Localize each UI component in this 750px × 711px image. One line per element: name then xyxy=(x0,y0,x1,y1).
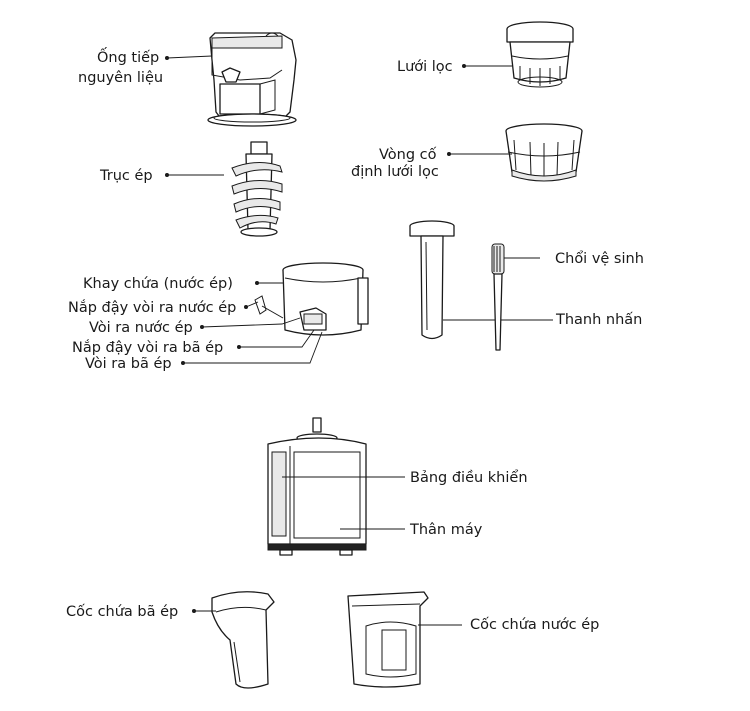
pulp-cup-illustration xyxy=(211,591,275,689)
cleaning-brush-label: Chổi vệ sinh xyxy=(555,250,644,267)
cleaning-brush-illustration xyxy=(491,243,505,351)
feed-tube-leader xyxy=(166,55,213,59)
strainer-ring-illustration xyxy=(505,123,583,182)
juice-bowl-dot xyxy=(255,281,259,285)
pulp-spout-dot xyxy=(181,361,185,365)
feed-tube-label-2: nguyên liệu xyxy=(78,70,163,86)
fine-strainer-illustration xyxy=(506,21,574,88)
auger-illustration xyxy=(231,141,283,237)
strainer-ring-dot xyxy=(447,152,451,156)
pulp-cup-dot xyxy=(192,609,196,613)
feed-tube-dot xyxy=(165,56,169,60)
auger-label: Trục ép xyxy=(99,168,153,184)
juice-spout-leader xyxy=(201,317,301,328)
juice-cup-illustration xyxy=(347,591,429,688)
pulp-spout-leader xyxy=(183,331,323,364)
juice-spout-dot xyxy=(200,325,204,329)
pulp-spout-cap-label: Nắp đậy vòi ra bã ép xyxy=(72,339,223,356)
fine-strainer-label: Lưới lọc xyxy=(397,59,453,75)
strainer-ring-label-1: Vòng cố xyxy=(379,146,437,163)
auger-dot xyxy=(165,173,169,177)
juice-cup-label: Cốc chứa nước ép xyxy=(470,616,599,633)
pusher-illustration xyxy=(409,220,455,340)
main-body-illustration xyxy=(267,417,367,556)
pulp-spout-cap-leader xyxy=(239,329,315,348)
strainer-ring-label-2: định lưới lọc xyxy=(351,164,439,180)
juice-spout-label: Vòi ra nước ép xyxy=(89,320,193,336)
body-label: Thân máy xyxy=(409,522,483,538)
pusher-label: Thanh nhấn xyxy=(555,312,642,328)
juice-spout-cap-label: Nắp đậy vòi ra nước ép xyxy=(68,299,236,316)
feed-tube-label-1: Ống tiếp xyxy=(97,47,159,66)
fine-strainer-dot xyxy=(462,64,466,68)
juice-bowl-illustration xyxy=(254,262,369,336)
pulp-spout-label: Vòi ra bã ép xyxy=(85,356,172,372)
feed-tube-lid-illustration xyxy=(207,32,297,127)
juice-spout-cap-leader xyxy=(245,301,259,308)
pulp-cup-label: Cốc chứa bã ép xyxy=(66,603,178,620)
control-panel-label: Bảng điều khiển xyxy=(410,469,528,486)
juice-spout-cap-dot xyxy=(244,305,248,309)
juice-bowl-label: Khay chứa (nước ép) xyxy=(83,276,233,292)
pulp-spout-cap-dot xyxy=(237,345,241,349)
